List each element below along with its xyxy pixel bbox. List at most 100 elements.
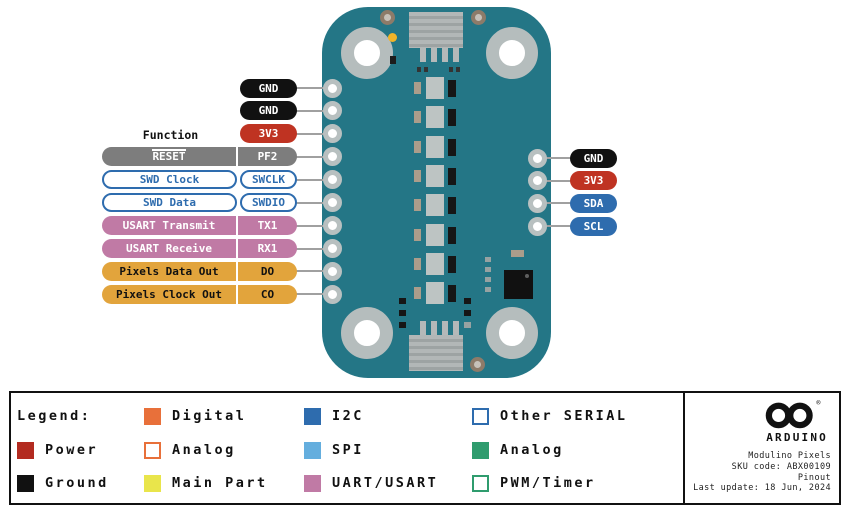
smd-component — [399, 298, 406, 304]
legend-item-other-serial: Other SERIAL — [472, 406, 628, 426]
solder-pad — [485, 287, 491, 292]
led-resistor — [414, 257, 421, 270]
leader-line — [296, 293, 334, 296]
pin-hole-tx1 — [322, 216, 342, 236]
pin-pill-do: DO — [260, 264, 275, 278]
legend-item-ground: Ground — [17, 473, 109, 493]
pin-hole-gnd — [322, 101, 342, 121]
function-label-reset: RESET — [102, 147, 238, 167]
solder-pad — [485, 277, 491, 282]
pin-hole-gnd — [322, 78, 342, 98]
legend-label: Analog — [500, 442, 564, 458]
solder-pad — [456, 67, 460, 72]
connector-leg — [442, 48, 448, 62]
legend-item-i2c: I2C — [304, 406, 364, 426]
screw-hole — [470, 357, 485, 372]
led-capacitor — [448, 167, 456, 185]
ic-chip — [504, 270, 533, 299]
legend-label: Ground — [45, 475, 109, 491]
pin-pill-co: CO — [260, 287, 275, 301]
legend-label: Main Part — [172, 475, 268, 491]
legend-item-analog: Analog — [144, 440, 236, 460]
function-label-swd-data: SWD Data — [102, 193, 237, 213]
leader-line — [296, 132, 334, 135]
pin-pill-gnd: GND — [240, 78, 297, 98]
led-unit — [414, 194, 456, 217]
pin-pill-3v3: 3V3 — [240, 124, 297, 144]
board — [322, 7, 551, 378]
pin-pill-swdio: SWDIO — [240, 193, 297, 213]
legend-swatch-digital — [144, 407, 161, 425]
leader-line — [296, 109, 334, 112]
function-label-pixels-data-out: Pixels Data Out — [102, 261, 238, 281]
led-capacitor — [448, 138, 456, 156]
legend-item-uart-usart: UART/USART — [304, 473, 438, 493]
rgb-led — [426, 106, 444, 129]
doc-type: Pinout — [797, 472, 831, 483]
smd-component — [399, 322, 406, 328]
legend-item-pwm-timer: PWM/Timer — [472, 473, 596, 493]
pin-hole-pf2 — [322, 147, 342, 167]
rgb-led — [426, 164, 444, 187]
function-label-usart-receive: USART Receive — [102, 239, 238, 258]
legend-label: PWM/Timer — [500, 475, 596, 491]
smd-component — [399, 310, 406, 316]
led-capacitor — [448, 255, 456, 273]
pin-row-do: Pixels Data Out DO — [102, 261, 297, 281]
pin-hole-co — [322, 284, 342, 304]
led-unit — [414, 106, 456, 129]
brand-name: ARDUINO — [766, 431, 828, 444]
pin-hole-swdio — [322, 193, 342, 213]
leader-line — [296, 201, 334, 204]
leader-line — [296, 87, 334, 89]
pin-pill-tx1: TX1 — [257, 219, 278, 233]
pin-hole-rx1 — [322, 239, 342, 258]
legend-item-analog: Analog — [472, 440, 564, 460]
product-info: Modulino Pixels SKU code: ABX00109 Pinou… — [693, 451, 831, 494]
connector-leg — [431, 48, 437, 62]
legend-label: Digital — [172, 408, 247, 424]
legend-label: UART/USART — [332, 475, 439, 491]
leader-line — [544, 157, 574, 159]
led-resistor — [414, 287, 421, 300]
led-resistor — [414, 111, 421, 124]
rgb-led — [426, 252, 444, 275]
led-resistor — [414, 82, 421, 94]
rgb-led — [426, 77, 444, 99]
pin-pill-gnd-right: GND — [570, 148, 617, 168]
leader-line — [296, 178, 334, 181]
pin-hole-do — [322, 261, 342, 281]
function-label-usart-transmit: USART Transmit — [102, 216, 238, 236]
led-capacitor — [448, 285, 456, 303]
legend-swatch-main-part — [144, 474, 161, 492]
led-unit — [414, 135, 456, 158]
arduino-logo: ® — [765, 399, 821, 429]
function-label-pixels-clock-out: Pixels Clock Out — [102, 284, 238, 304]
led-capacitor — [448, 197, 456, 215]
qwiic-connector-bottom — [409, 335, 463, 371]
connector-leg — [453, 321, 459, 335]
led-resistor — [414, 199, 421, 212]
legend-label: Other SERIAL — [500, 408, 628, 424]
led-unit — [414, 77, 456, 99]
legend-swatch-uart-usart — [304, 474, 321, 492]
leader-line — [296, 247, 334, 250]
solder-pad — [424, 67, 428, 72]
pin-hole-swclk — [322, 170, 342, 190]
legend-title: Legend: — [17, 408, 92, 424]
sku-code: SKU code: ABX00109 — [731, 461, 831, 472]
mounting-hole — [341, 307, 393, 359]
led-unit — [414, 164, 456, 187]
screw-hole — [471, 10, 486, 25]
rgb-led — [426, 282, 444, 305]
solder-pad — [449, 67, 453, 72]
led-unit — [414, 252, 456, 275]
last-update: Last update: 18 Jun, 2024 — [693, 483, 831, 494]
pin-hole-gnd-right — [527, 148, 547, 168]
led-resistor — [414, 169, 421, 182]
pin-pill-rx1: RX1 — [257, 242, 278, 255]
function-label-swd-clock: SWD Clock — [102, 170, 237, 190]
leader-line — [544, 225, 574, 228]
led-unit — [414, 282, 456, 305]
